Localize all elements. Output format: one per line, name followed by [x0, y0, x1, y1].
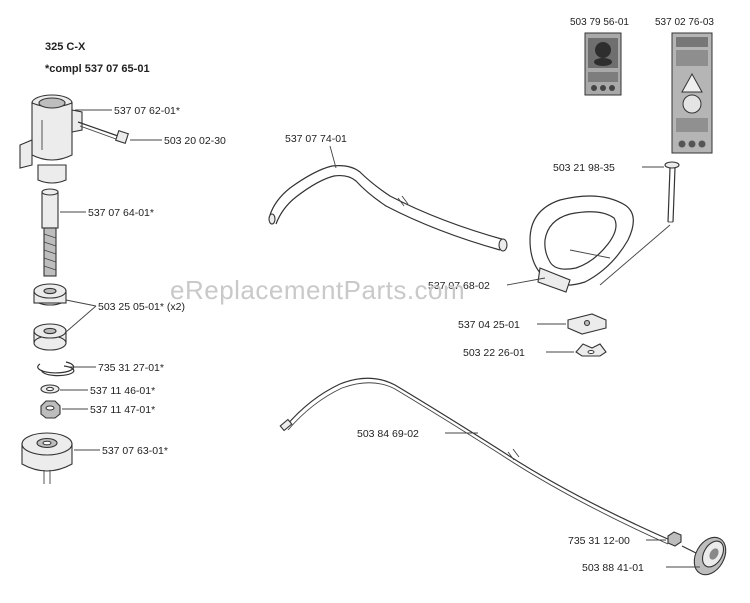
leader-loop-handle — [506, 277, 546, 286]
label-loop-handle: 537 07 68-02 — [428, 280, 490, 292]
watermark-text: eReplacementParts.com — [170, 275, 465, 305]
label-bearing: 503 25 05-01* (x2) — [98, 301, 185, 313]
circlip-drawing — [37, 361, 75, 377]
label-shaft-tube: 537 07 74-01 — [285, 133, 347, 145]
decal-left-drawing — [584, 32, 622, 96]
label-nut: 537 11 47-01* — [90, 404, 155, 416]
label-decal-left: 503 79 56-01 — [570, 17, 629, 28]
label-cable-nut: 735 31 12-00 — [568, 535, 630, 547]
screw-drawing — [77, 121, 129, 144]
shaft-tube-drawing — [268, 165, 508, 252]
label-screw: 503 20 02-30 — [164, 135, 226, 147]
label-bearing-housing: 537 07 63-01* — [102, 445, 168, 457]
label-clamp-housing: 537 07 62-01* — [114, 105, 180, 117]
nut-drawing — [40, 400, 61, 419]
label-circlip: 735 31 27-01* — [98, 362, 164, 374]
cable-knob-drawing — [681, 536, 727, 576]
leader-bearing-b — [65, 305, 97, 333]
label-drive-shaft: 537 07 64-01* — [88, 207, 154, 219]
clamp-housing-drawing — [19, 94, 83, 184]
label-bolt: 503 21 98-35 — [553, 162, 615, 174]
bearing-housing-drawing — [21, 432, 73, 484]
label-washer: 537 11 46-01* — [90, 385, 155, 397]
label-wing-nut: 503 22 26-01 — [463, 347, 525, 359]
label-bracket: 537 04 25-01 — [458, 319, 520, 331]
label-cable-knob: 503 88 41-01 — [582, 562, 644, 574]
bearing-lower-drawing — [33, 323, 67, 351]
drive-shaft-drawing — [41, 188, 59, 277]
throttle-cable-drawing — [279, 377, 671, 545]
washer-drawing — [40, 384, 60, 394]
bolt-drawing — [664, 161, 680, 223]
bearing-upper-drawing — [33, 283, 67, 306]
cable-nut-drawing — [667, 531, 682, 547]
leader-bolt-path — [599, 224, 671, 286]
label-decal-right: 537 02 76-03 — [655, 17, 714, 28]
leader-shaft-tube — [329, 145, 337, 169]
wing-nut-drawing — [575, 343, 607, 357]
complete-kit-note: *compl 537 07 65-01 — [45, 63, 150, 75]
model-label: 325 C-X — [45, 41, 86, 53]
leader-bearing-a — [65, 299, 97, 307]
bracket-drawing — [567, 313, 607, 335]
decal-right-drawing — [671, 32, 713, 154]
loop-handle-drawing — [529, 195, 634, 293]
label-throttle-cable: 503 84 69-02 — [357, 428, 419, 440]
